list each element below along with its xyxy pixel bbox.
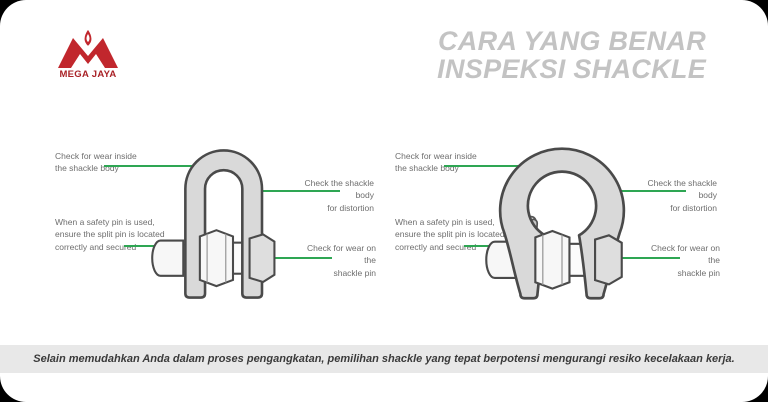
label-wear-inside-right: Check for wear inside the shackle body [395, 151, 477, 174]
footer-bar: Selain memudahkan Anda dalam proses peng… [0, 345, 768, 373]
footer-text: Selain memudahkan Anda dalam proses peng… [33, 353, 735, 365]
label-wear-inside-left: Check for wear inside the shackle body [55, 151, 137, 174]
mega-jaya-logo: MEGA JAYA [58, 28, 118, 80]
pin-head [151, 239, 185, 277]
hex-nut [534, 229, 571, 290]
page-title-line1: CARA YANG BENAR [437, 26, 706, 56]
pin-hex-end [594, 234, 623, 286]
bow-shackle-graphic [485, 147, 626, 300]
label-wear-pin-right: Check for wear on the shackle pin [651, 243, 720, 278]
pin-hex-end [248, 233, 276, 284]
brand-name: MEGA JAYA [59, 69, 116, 80]
label-distortion-right: Check the shackle body for distortion [647, 178, 717, 213]
page-title: CARA YANG BENAR INSPEKSI SHACKLE [437, 27, 706, 83]
label-wear-pin-left: Check for wear on the shackle pin [307, 243, 376, 278]
dee-shackle-graphic [151, 149, 276, 299]
label-safety-pin-right: When a safety pin is used, ensure the sp… [395, 217, 505, 252]
hex-nut [198, 229, 235, 288]
label-distortion-left: Check the shackle body for distortion [304, 178, 374, 213]
logo-m-icon [58, 38, 118, 68]
page-title-line2: INSPEKSI SHACKLE [437, 54, 706, 84]
label-safety-pin-left: When a safety pin is used, ensure the sp… [55, 217, 165, 252]
